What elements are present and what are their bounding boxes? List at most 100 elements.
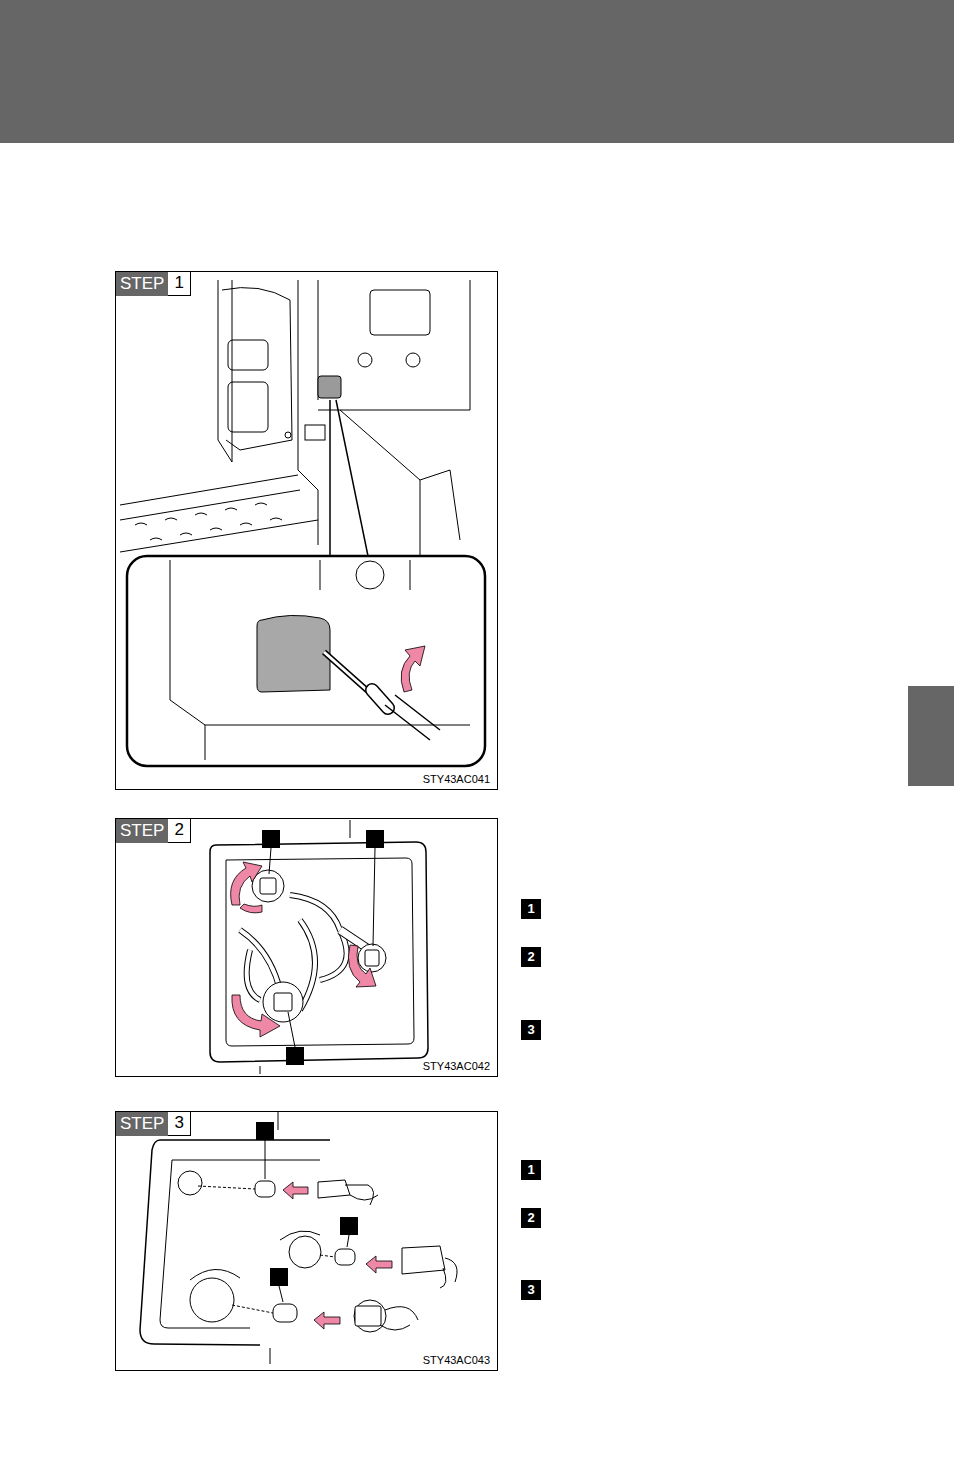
bulb-socket: [260, 878, 276, 894]
figure-code: STY43AC042: [422, 1060, 491, 1073]
trim-recess: [370, 290, 430, 335]
step-number: 2: [168, 819, 190, 843]
wedge-bulb: [255, 1181, 275, 1197]
door-pocket: [228, 340, 268, 370]
turn-arrow: [232, 995, 280, 1037]
step-heading: STEP: [116, 1112, 168, 1136]
body-edge: [270, 1112, 278, 1364]
bulb-socket: [358, 944, 386, 972]
door-panel: [222, 288, 292, 450]
step-heading: STEP: [116, 819, 168, 843]
bolt: [358, 353, 372, 367]
turn-arrow: [240, 904, 262, 913]
step-heading: STEP: [116, 272, 168, 296]
wheel-housing: [340, 410, 460, 540]
sockets: [252, 870, 386, 1022]
pillar-edge: [170, 560, 205, 760]
lamp-opening: [140, 1112, 335, 1364]
service-cover: [257, 615, 330, 692]
removed-sockets: [318, 1180, 457, 1332]
step-number: 1: [168, 272, 190, 296]
callout-marker: [256, 1122, 274, 1140]
body-edge: [260, 820, 350, 1074]
trim-edge: [320, 560, 410, 590]
insert-arrow: [366, 1256, 392, 1273]
socket-hole: [178, 1171, 202, 1195]
door-edge: [218, 280, 232, 462]
callout-number: 1: [521, 1160, 541, 1180]
callout-marker: [366, 830, 384, 848]
callout-marker: [262, 830, 280, 848]
bulb-socket: [365, 950, 379, 966]
step-panel: STEP1STY43AC041: [115, 271, 498, 790]
callout-number: 2: [521, 1208, 541, 1228]
bolt: [356, 561, 384, 589]
door-pin: [285, 432, 291, 438]
bulb-socket: [402, 1246, 445, 1274]
insert-arrow: [314, 1312, 340, 1329]
turn-arrows: [231, 862, 376, 1037]
figure-code: STY43AC041: [422, 773, 491, 786]
callout-number: 2: [521, 947, 541, 967]
bulb-socket: [318, 1180, 350, 1198]
socket-wire: [345, 1185, 378, 1205]
callout-marker: [286, 1047, 304, 1065]
bulb-socket: [274, 993, 292, 1011]
opening-inner: [160, 1160, 320, 1328]
header-bar: [0, 0, 954, 143]
screwdriver-handle: [385, 695, 440, 740]
inset-detail: [170, 560, 470, 760]
socket-hole: [289, 1236, 321, 1268]
leader-line: [265, 1140, 349, 1302]
wedge-bulb: [335, 1249, 355, 1265]
step-number: 3: [168, 1112, 190, 1136]
zoom-lines: [330, 400, 368, 556]
callout-number: 3: [521, 1280, 541, 1300]
opening-inner: [226, 858, 414, 1046]
bulb-socket: [355, 1306, 381, 1326]
rotate-arrow: [401, 646, 425, 692]
screwdriver: [324, 652, 440, 740]
callout-marker: [270, 1268, 288, 1286]
step-panel: STEP3STY43AC043: [115, 1111, 498, 1371]
socket-wire: [440, 1258, 457, 1288]
opening-frame: [210, 842, 428, 1062]
lamp-opening: [210, 820, 428, 1074]
door-pocket: [228, 382, 268, 432]
panel-detail: [305, 425, 325, 440]
service-cover: [318, 376, 341, 398]
alignment-line: [198, 1186, 335, 1313]
figure-code: STY43AC043: [422, 1354, 491, 1367]
section-tab: [908, 686, 954, 786]
turn-arrow: [231, 862, 262, 905]
push-arrows: [283, 1182, 392, 1329]
bolt: [406, 353, 420, 367]
leader-line: [269, 848, 375, 1047]
trim-edge: [205, 725, 470, 726]
callout-markers: [262, 830, 384, 1065]
bulbs: [255, 1181, 355, 1322]
callout-marker: [340, 1217, 358, 1235]
trim-panel: [318, 280, 470, 410]
hole-edge: [190, 1231, 320, 1280]
floor-tread: [135, 503, 282, 540]
bulb-socket: [354, 1300, 386, 1332]
wedge-bulb: [273, 1304, 297, 1322]
opening-frame: [140, 1140, 330, 1345]
bulb-socket: [263, 982, 303, 1022]
socket-wire: [380, 1307, 418, 1330]
pillar-edge: [298, 280, 318, 545]
step-panel: STEP2STY43AC042: [115, 818, 498, 1077]
socket-hole: [190, 1278, 234, 1322]
insert-arrow: [283, 1182, 308, 1199]
turn-arrow: [348, 945, 376, 987]
callout-number: 3: [521, 1020, 541, 1040]
detail-inset: [127, 556, 485, 766]
floor-edge: [120, 475, 318, 552]
wheel-housing: [420, 480, 421, 556]
callout-markers: [256, 1122, 358, 1302]
callout-number: 1: [521, 899, 541, 919]
van-interior: [120, 280, 470, 556]
